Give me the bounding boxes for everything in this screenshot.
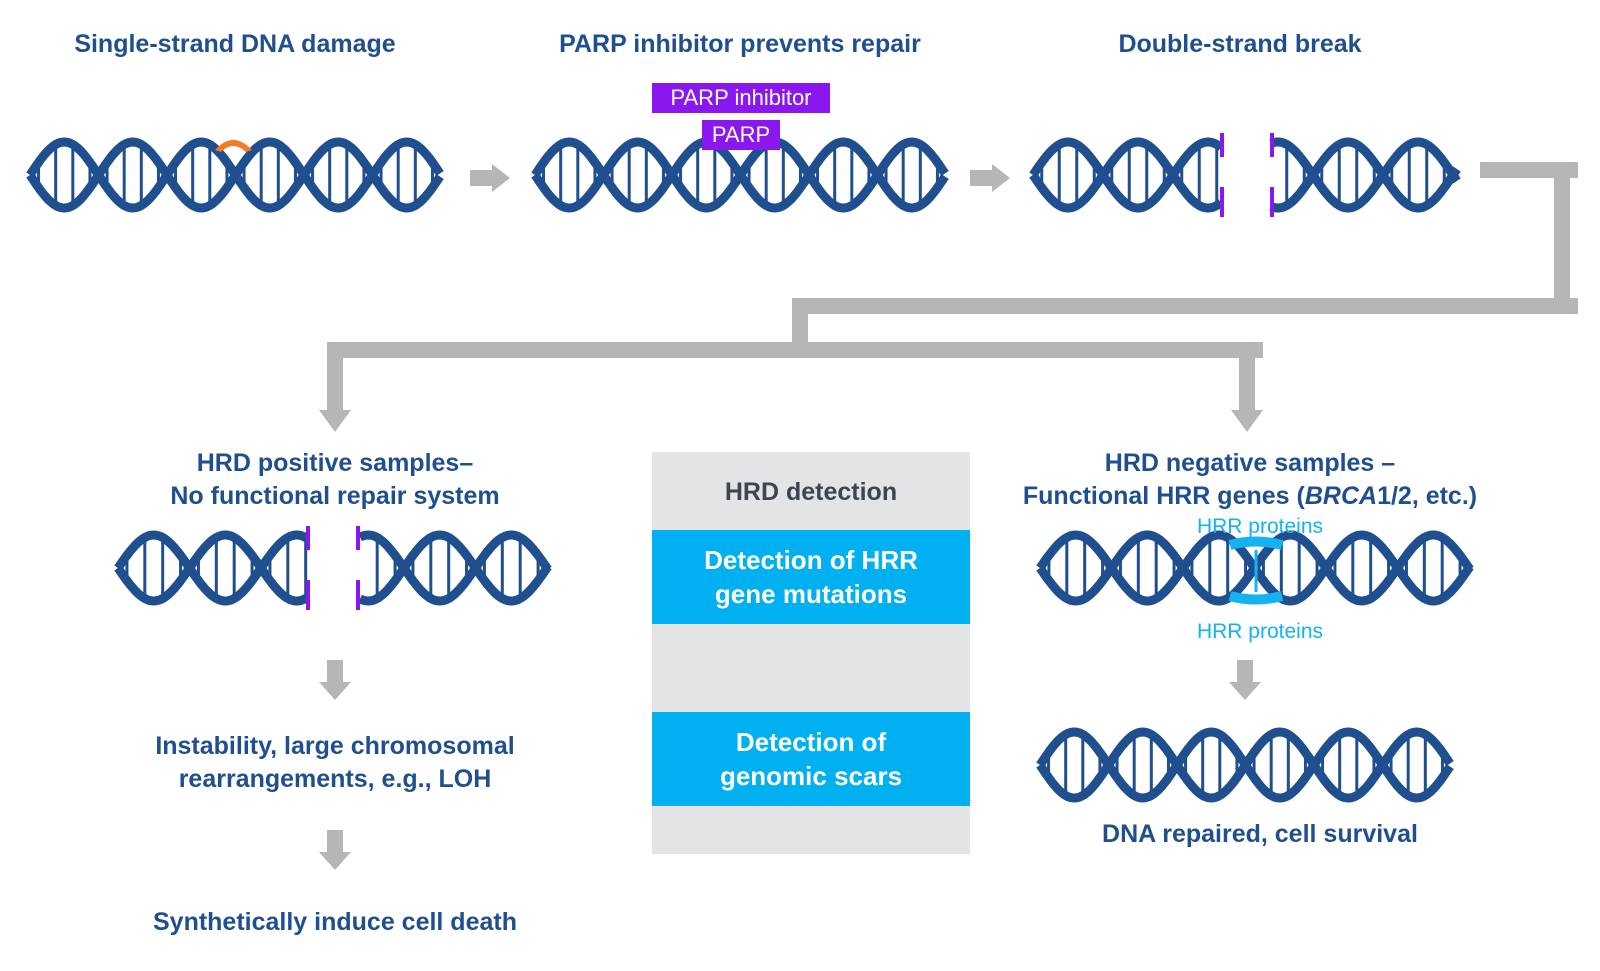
hrr-mutation-detection-line2: gene mutations xyxy=(714,579,908,609)
arrow-step2-to-step3-head xyxy=(992,164,1010,192)
dna-strand xyxy=(114,530,552,606)
cell-death-outcome: Synthetically induce cell death xyxy=(152,908,517,936)
dna-strand xyxy=(1029,137,1461,213)
arrow-hrd-positive-2-shaft xyxy=(327,830,343,852)
parp-inhibitor-badge: PARP inhibitor xyxy=(652,83,830,113)
hrr-proteins-top-label: HRR proteins xyxy=(1196,515,1324,538)
instability-outcome-line2: rearrangements, e.g., LOH xyxy=(178,765,492,793)
hrd-positive-title-line1: HRD positive samples– xyxy=(196,449,474,477)
genomic-scars-detection-box: Detection of genomic scars xyxy=(652,712,970,806)
step-parp-inhibitor-title: PARP inhibitor prevents repair xyxy=(559,30,921,58)
hrd-positive-title-line2: No functional repair system xyxy=(170,482,500,510)
dna-helix-parp-inhibition xyxy=(531,137,949,213)
dna-helix-single-strand-damage xyxy=(26,137,444,213)
connector-segment xyxy=(792,298,808,350)
hrr-proteins-bottom-label: HRR proteins xyxy=(1196,620,1324,643)
dna-strand xyxy=(531,137,949,213)
dna-helix-double-strand-break xyxy=(1029,137,1461,213)
dna-helix-hrd-positive xyxy=(114,530,552,606)
hrd-negative-title-line1: HRD negative samples – xyxy=(1104,449,1396,477)
hrr-mutation-detection-box: Detection of HRR gene mutations xyxy=(652,530,970,624)
dna-repaired-outcome: DNA repaired, cell survival xyxy=(1102,820,1418,848)
damage-spot-icon xyxy=(215,140,252,152)
hrd-negative-title-post: 1/2, etc.) xyxy=(1377,482,1478,510)
instability-outcome-line1: Instability, large chromosomal xyxy=(155,732,515,760)
dna-helix-repaired xyxy=(1036,727,1454,803)
hrd-negative-title-pre: Functional HRR genes ( xyxy=(1022,482,1305,510)
connector-segment xyxy=(800,298,1578,314)
step-single-strand-damage-title: Single-strand DNA damage xyxy=(74,30,396,58)
dna-strand xyxy=(26,137,444,213)
brca-gene-name: BRCA xyxy=(1304,482,1378,510)
dna-strand xyxy=(114,530,552,606)
hrd-negative-title-line2: Functional HRR genes (BRCA1/2, etc.) xyxy=(990,480,1510,513)
arrow-to-hrd-negative-head xyxy=(1231,410,1263,432)
parp-badge: PARP xyxy=(702,120,780,150)
genomic-scars-detection-line2: genomic scars xyxy=(719,761,903,791)
step-double-strand-break-title: Double-strand break xyxy=(1118,30,1362,58)
arrow-hrd-positive-1-shaft xyxy=(327,660,343,682)
hrd-detection-title: HRD detection xyxy=(724,478,898,506)
arrow-hrd-negative-shaft xyxy=(1237,660,1253,682)
arrow-step1-to-step2-head xyxy=(492,164,510,192)
hrd-detection-panel: HRD detection Detection of HRR gene muta… xyxy=(652,452,970,854)
dna-strand xyxy=(1036,727,1454,803)
arrow-to-hrd-positive-head xyxy=(319,410,351,432)
connector-lines xyxy=(319,162,1578,870)
break-markers xyxy=(215,133,1284,610)
connector-segment xyxy=(1480,162,1578,178)
arrow-hrd-positive-2-head xyxy=(319,852,351,870)
arrow-hrd-negative-head xyxy=(1229,682,1261,700)
connector-segment xyxy=(1554,162,1570,306)
connector-segment xyxy=(335,342,1263,358)
hrr-protein-top-patch xyxy=(1228,536,1284,550)
connector-segment xyxy=(327,342,343,410)
hrr-protein-bottom-patch xyxy=(1228,591,1284,605)
genomic-scars-detection-line1: Detection of xyxy=(735,727,887,757)
connector-segment xyxy=(1239,342,1255,410)
arrow-hrd-positive-1-head xyxy=(319,682,351,700)
arrow-step1-to-step2-shaft xyxy=(470,170,492,186)
dna-strand xyxy=(1029,137,1461,213)
hrr-mutation-detection-line1: Detection of HRR xyxy=(704,545,918,575)
arrow-step2-to-step3-shaft xyxy=(970,170,992,186)
